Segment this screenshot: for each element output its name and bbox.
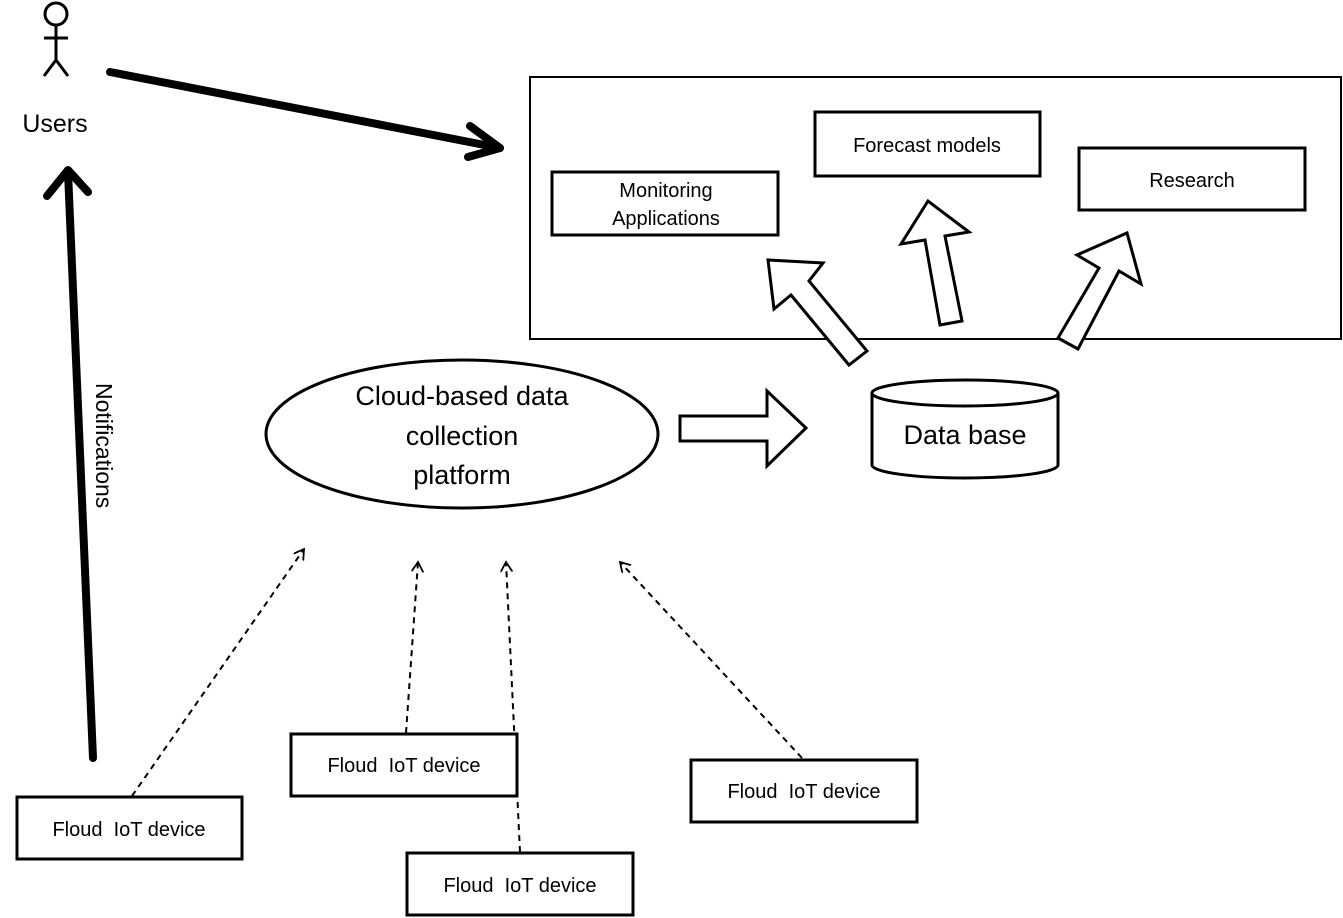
iot-device-label-3: Floud IoT device: [443, 875, 596, 897]
monitoring-applications-line1: Monitoring: [619, 180, 712, 202]
db-to-monitoring-block-arrow: [766, 258, 870, 368]
forecast-models-label: Forecast models: [853, 135, 1001, 157]
database-label: Data base: [903, 420, 1026, 450]
db-to-research-block-arrow: [1055, 230, 1144, 352]
cloud-platform-ellipse: [264, 358, 660, 510]
notifications-label: Notifications: [91, 383, 117, 508]
notifications-arrow: [43, 166, 97, 762]
device1-dashed-arrow: [131, 549, 304, 797]
users-label: Users: [22, 110, 87, 138]
device2-dashed-arrow: [405, 562, 418, 734]
users-to-apps-arrow: [106, 68, 504, 161]
iot-device-box-1: [15, 795, 244, 861]
database-cylinder: [870, 378, 1060, 480]
device3-dashed-arrow: [506, 562, 521, 853]
user-stick-figure-icon: [42, 1, 70, 77]
iot-device-label-4: Floud IoT device: [727, 781, 880, 803]
db-to-forecast-block-arrow: [897, 198, 973, 327]
iot-device-label-2: Floud IoT device: [327, 755, 480, 777]
device4-dashed-arrow: [620, 562, 803, 759]
monitoring-applications-box: [550, 170, 780, 237]
platform-to-db-block-arrow: [678, 387, 809, 470]
cloud-platform-line2: collection: [406, 421, 519, 451]
device-data-arrows: [131, 549, 803, 853]
monitoring-applications-line2: Applications: [612, 208, 720, 230]
iot-device-box-2: [289, 732, 519, 798]
research-box: [1077, 146, 1307, 212]
forecast-models-box: [813, 110, 1042, 178]
iot-device-box-3: [405, 851, 635, 917]
cloud-platform-line3: platform: [413, 460, 511, 490]
cloud-platform-line1: Cloud-based data: [355, 381, 569, 411]
iot-device-box-4: [689, 758, 919, 824]
research-label: Research: [1149, 170, 1235, 192]
iot-device-label-1: Floud IoT device: [52, 819, 205, 841]
